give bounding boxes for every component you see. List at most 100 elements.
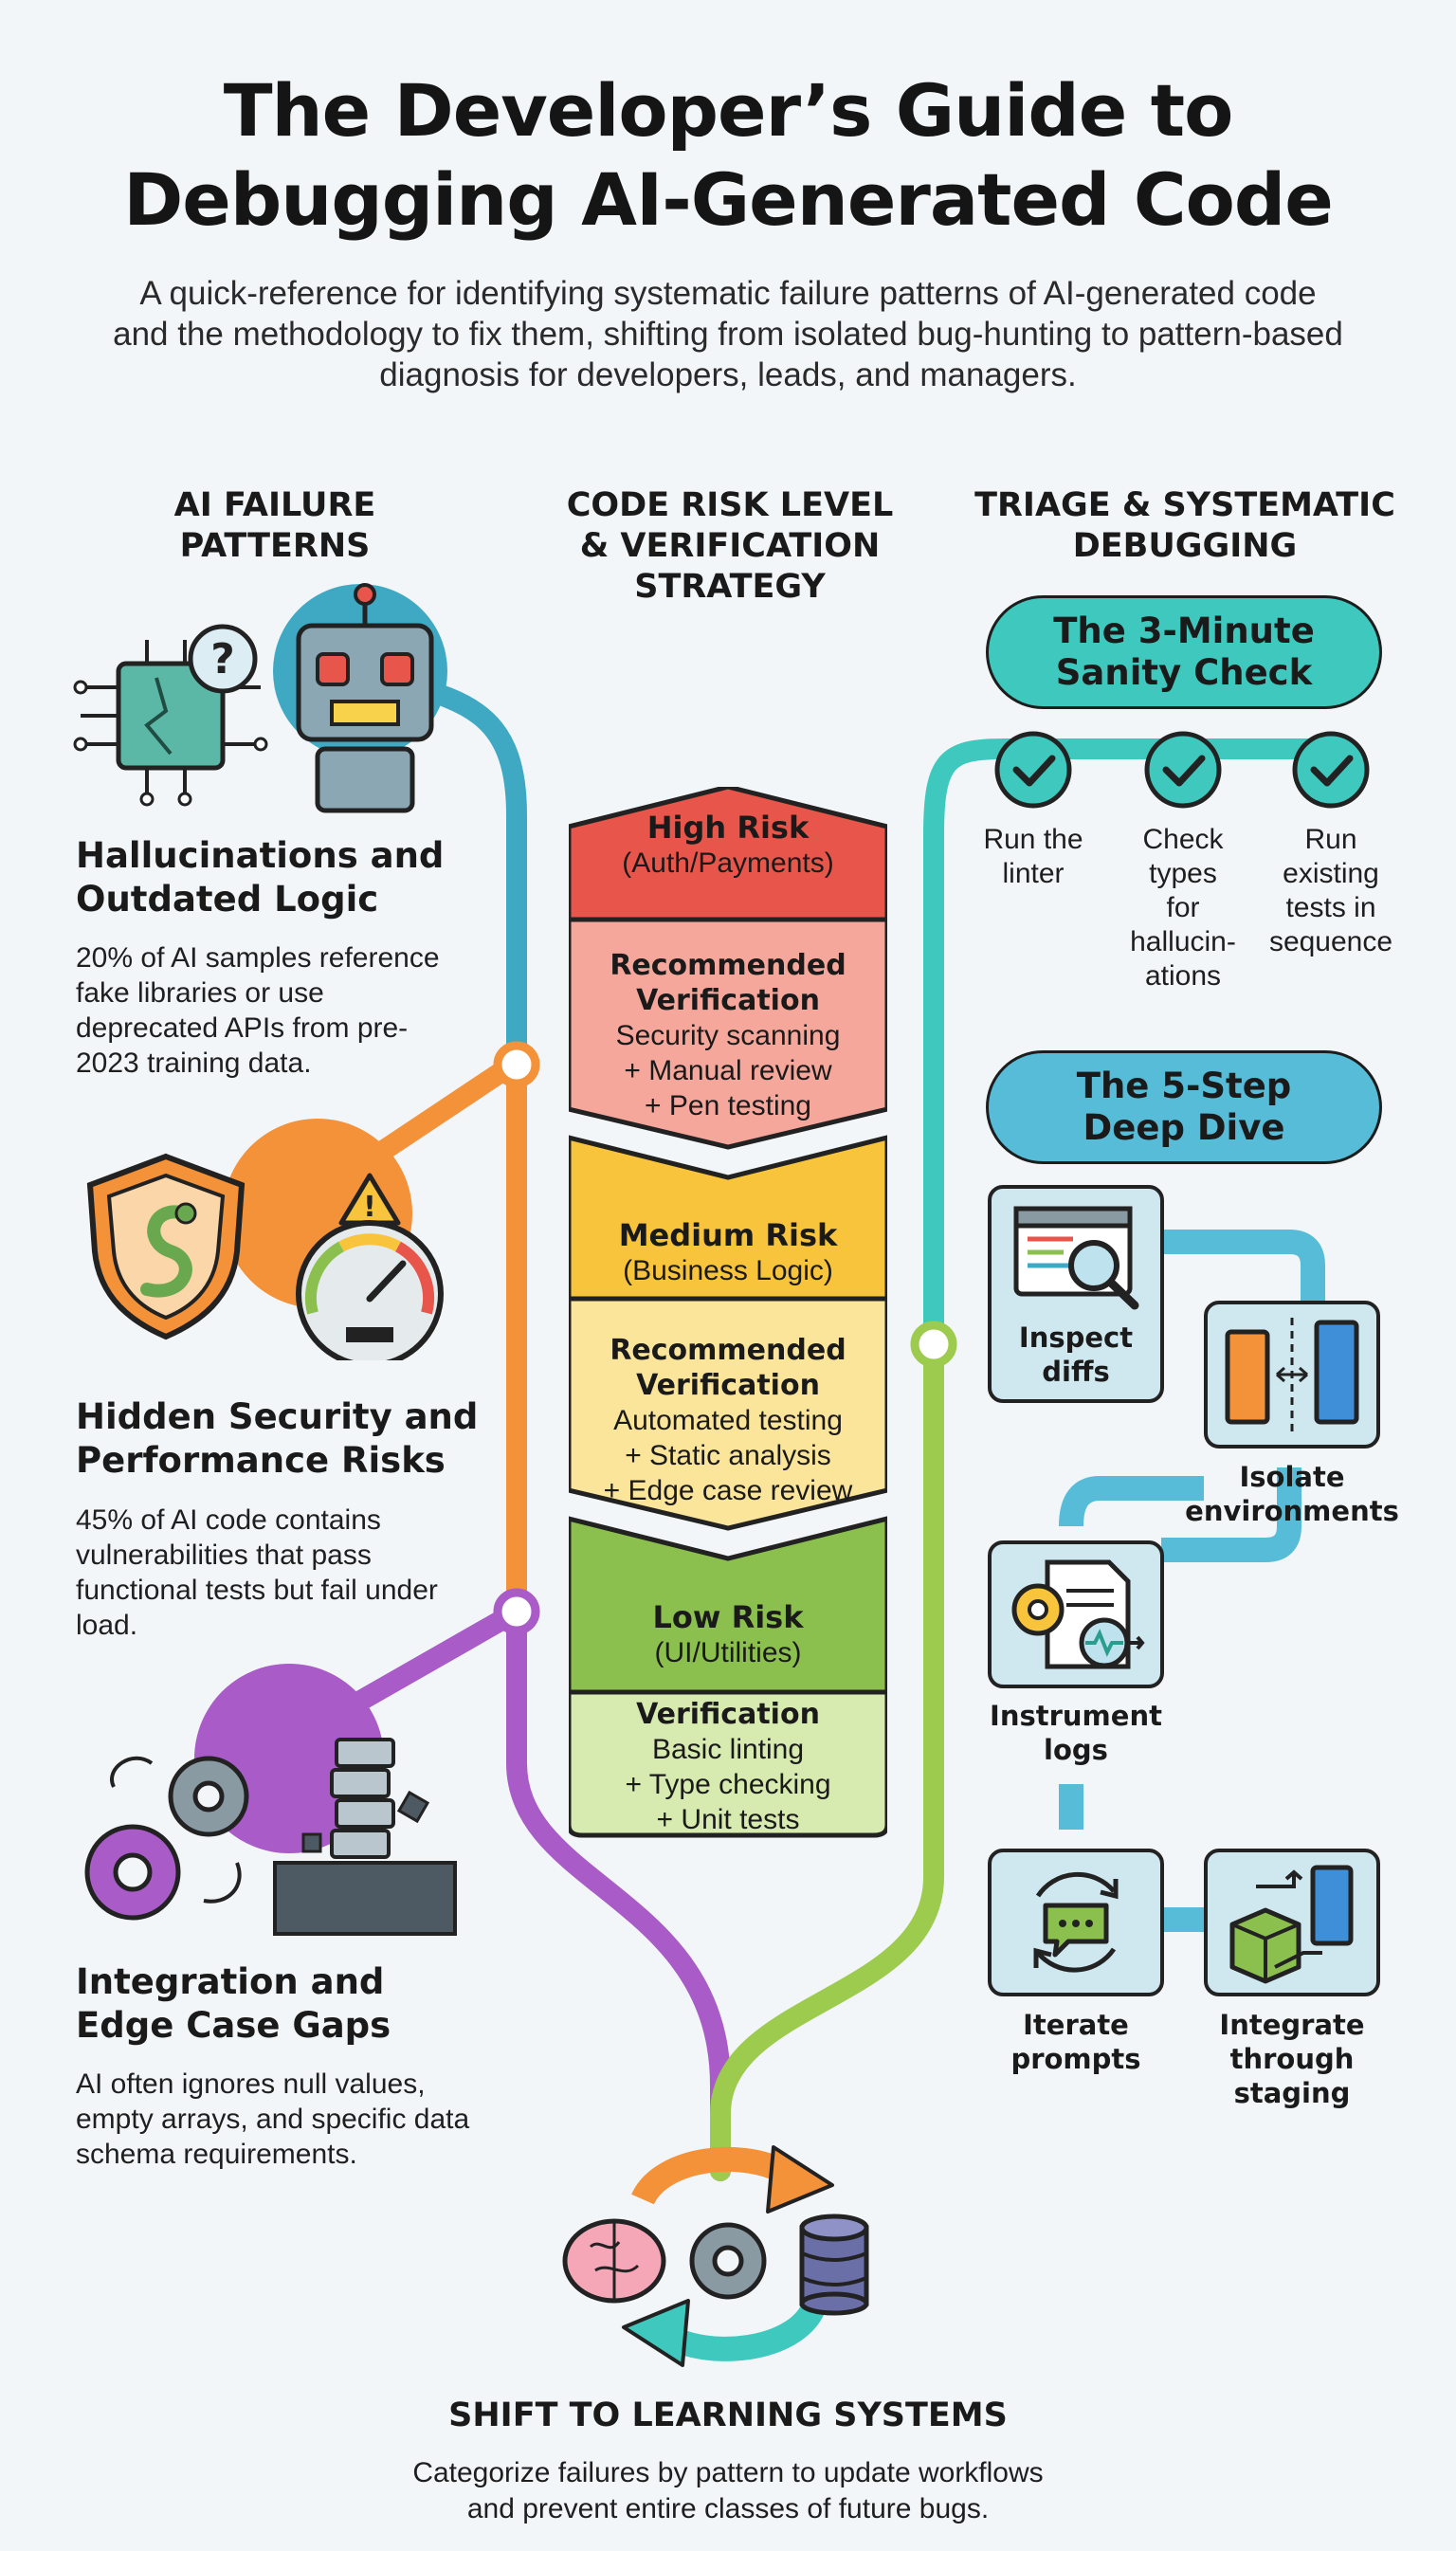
- risk-high-header: High Risk (Auth/Payments): [569, 811, 887, 881]
- column-header-line: & VERIFICATION: [579, 527, 881, 565]
- step-label-line: Isolate: [1239, 1461, 1345, 1493]
- pattern-desc-integration: AI often ignores null values, empty arra…: [76, 2068, 470, 2170]
- check-circles: [994, 731, 1370, 809]
- check-label-line: tests in: [1285, 892, 1376, 923]
- pattern-title-line: Hallucinations and: [76, 835, 445, 876]
- servers-icon: [1225, 1318, 1359, 1431]
- gears-servers-icon: [84, 1738, 457, 1936]
- check-icon: [1144, 731, 1222, 809]
- svg-text:!: !: [363, 1191, 376, 1224]
- check-label-line: Run: [1304, 824, 1357, 855]
- step-label-line: staging: [1233, 2077, 1351, 2109]
- verification-item: Automated testing: [613, 1405, 843, 1436]
- risk-scope-label: (Auth/Payments): [622, 847, 834, 879]
- risk-low-header: Low Risk (UI/Utilities): [569, 1600, 887, 1670]
- sanity-check-title-line: The 3-Minute: [1053, 610, 1315, 651]
- robot-icon: [296, 583, 434, 813]
- high-risk-header-shape: [569, 787, 887, 922]
- low-risk-header-shape: [569, 1516, 887, 1695]
- verification-heading: Verification: [636, 984, 820, 1017]
- title-line-1: The Developer’s Guide to: [223, 68, 1234, 153]
- pattern-title-line: Edge Case Gaps: [76, 2005, 391, 2046]
- title-line-2: Debugging AI-Generated Code: [123, 157, 1334, 242]
- shield-snake-icon: [86, 1153, 246, 1340]
- footer-desc-line: and prevent entire classes of future bug…: [466, 2493, 990, 2524]
- verification-item: + Edge case review: [603, 1475, 853, 1506]
- page-title: The Developer’s Guide to Debugging AI-Ge…: [0, 66, 1456, 245]
- gauge-warning-icon: !: [296, 1173, 444, 1360]
- sanity-check-pill: The 3-Minute Sanity Check: [986, 595, 1382, 709]
- step-label-instrument: Instrument logs: [948, 1699, 1204, 1767]
- risk-medium-header: Medium Risk (Business Logic): [569, 1218, 887, 1288]
- high-risk-body-shape: [569, 917, 887, 1150]
- check-label-line: sequence: [1268, 926, 1393, 957]
- column-header-line: TRIAGE & SYSTEMATIC: [974, 486, 1395, 524]
- column-header-line: PATTERNS: [179, 527, 371, 565]
- step-label-line: Iterate: [1023, 2009, 1129, 2041]
- check-label-line: types: [1149, 858, 1217, 889]
- verification-heading: Verification: [636, 1369, 820, 1402]
- low-risk-body-shape: [569, 1689, 887, 1838]
- step-label-inspect: Inspect diffs: [988, 1321, 1164, 1389]
- risk-scope-label: (UI/Utilities): [654, 1637, 802, 1668]
- step-label-line: Integrate: [1219, 2009, 1365, 2041]
- verification-item: + Unit tests: [656, 1804, 800, 1835]
- risk-level-label: Medium Risk: [618, 1217, 838, 1253]
- column-header-line: DEBUGGING: [1072, 527, 1298, 565]
- step-label-line: prompts: [1010, 2043, 1141, 2075]
- database-icon: [799, 2214, 869, 2316]
- verification-item: + Static analysis: [625, 1440, 831, 1471]
- magnifier-icon: [1013, 1206, 1139, 1310]
- check-label-types: Check types for hallucin- ations: [1107, 823, 1259, 993]
- check-label-linter: Run the linter: [967, 823, 1100, 891]
- pattern-desc-hallucinations: 20% of AI samples reference fake librari…: [76, 942, 440, 1079]
- step-label-line: Instrument: [990, 1700, 1162, 1732]
- risk-medium-verification: Recommended Verification Automated testi…: [569, 1333, 887, 1508]
- deep-dive-connectors: [1059, 1230, 1325, 1932]
- step-label-line: environments: [1185, 1495, 1399, 1527]
- learning-cycle-icon: [562, 2145, 869, 2367]
- column-header-line: STRATEGY: [634, 568, 826, 606]
- medium-risk-header-shape: [569, 1135, 887, 1302]
- chat-cycle-icon: [1033, 1871, 1119, 1973]
- verification-heading: Recommended: [610, 1334, 846, 1367]
- pattern-title-integration: Integration and Edge Case Gaps: [76, 1960, 474, 2048]
- pattern-desc-security: 45% of AI code contains vulnerabilities …: [76, 1504, 438, 1641]
- step-label-line: through: [1229, 2043, 1355, 2075]
- verification-item: + Pen testing: [645, 1090, 811, 1121]
- risk-low-verification: Verification Basic linting + Type checki…: [569, 1697, 887, 1837]
- svg-text:?: ?: [210, 635, 235, 683]
- footer-desc-line: Categorize failures by pattern to update…: [412, 2457, 1044, 2488]
- check-label-line: existing: [1283, 858, 1379, 889]
- pattern-title-line: Outdated Logic: [76, 879, 379, 920]
- deep-dive-title-line: The 5-Step: [1076, 1066, 1292, 1106]
- check-label-line: linter: [1002, 858, 1065, 889]
- column-header-line: AI FAILURE: [173, 486, 376, 524]
- risk-level-label: Low Risk: [652, 1599, 804, 1635]
- column-header-failure-patterns: AI FAILURE PATTERNS: [104, 485, 446, 567]
- check-icon: [1292, 731, 1370, 809]
- verification-item: Security scanning: [615, 1020, 841, 1051]
- deep-dive-title-line: Deep Dive: [1083, 1107, 1285, 1148]
- step-label-line: Inspect: [1018, 1321, 1134, 1354]
- step-label-integrate: Integrate through staging: [1192, 2008, 1392, 2110]
- risk-scope-label: (Business Logic): [623, 1255, 833, 1286]
- verification-item: + Manual review: [624, 1055, 832, 1086]
- chip-question-icon: ?: [73, 624, 268, 807]
- check-label-tests: Run existing tests in sequence: [1255, 823, 1407, 959]
- sanity-check-title-line: Sanity Check: [1055, 652, 1313, 693]
- step-label-line: logs: [1044, 1734, 1108, 1766]
- step-label-iterate: Iterate prompts: [976, 2008, 1175, 2076]
- footer-description: Categorize failures by pattern to update…: [254, 2455, 1202, 2527]
- pattern-title-security: Hidden Security and Performance Risks: [76, 1395, 512, 1483]
- log-gear-icon: [1011, 1559, 1145, 1669]
- check-label-line: Run the: [983, 824, 1083, 855]
- verification-heading: Verification: [636, 1698, 820, 1731]
- risk-stack: [569, 787, 887, 1838]
- check-icon: [994, 731, 1072, 809]
- column-header-triage: TRIAGE & SYSTEMATIC DEBUGGING: [967, 485, 1403, 567]
- step-label-line: diffs: [1042, 1356, 1110, 1388]
- check-label-line: ations: [1144, 960, 1222, 992]
- check-label-line: hallucin-: [1130, 926, 1236, 957]
- pattern-title-line: Integration and: [76, 1961, 385, 2002]
